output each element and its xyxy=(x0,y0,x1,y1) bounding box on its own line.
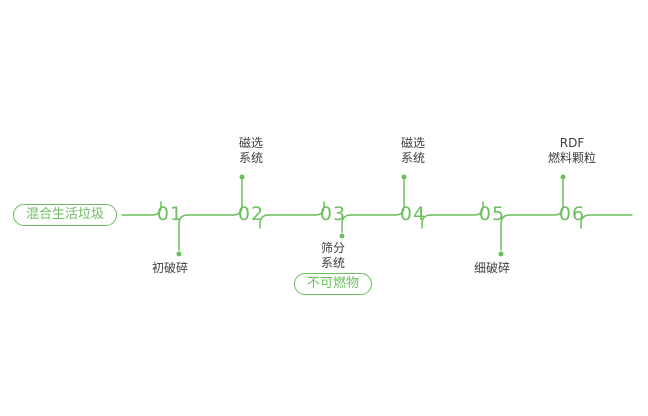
step-4-label: 磁选 系统 xyxy=(371,136,455,166)
branch-output-pill: 不可燃物 xyxy=(293,273,373,295)
source-label-pill: 混合生活垃圾 xyxy=(13,204,118,226)
step-3-number: 03 xyxy=(319,203,347,225)
step-6-label-line1: RDF xyxy=(559,136,585,150)
connector-dot xyxy=(560,174,566,180)
step-6-label: RDF 燃料颗粒 xyxy=(530,136,614,166)
step-3-label-line1: 筛分 xyxy=(320,241,345,255)
connector-dot xyxy=(339,233,345,239)
connector-dot xyxy=(176,251,182,257)
step-2-number: 02 xyxy=(237,203,265,225)
step-3-label: 筛分 系统 xyxy=(291,241,375,271)
step-3-label-line2: 系统 xyxy=(320,256,345,270)
step-1-number: 01 xyxy=(156,203,184,225)
step-1-label: 初破碎 xyxy=(128,261,212,276)
step-6-number: 06 xyxy=(558,203,586,225)
step-1-label-line1: 初破碎 xyxy=(151,261,188,275)
step-4-label-line1: 磁选 xyxy=(400,136,425,150)
step-6-label-line2: 燃料颗粒 xyxy=(547,151,596,165)
step-5-label: 细破碎 xyxy=(450,261,534,276)
connector-dot xyxy=(401,174,407,180)
timeline-hooks-and-stems xyxy=(151,179,591,251)
step-4-label-line2: 系统 xyxy=(400,151,425,165)
step-2-label-line1: 磁选 xyxy=(238,136,263,150)
step-2-label-line2: 系统 xyxy=(238,151,263,165)
connector-dot xyxy=(239,174,245,180)
step-4-number: 04 xyxy=(399,203,427,225)
step-2-label: 磁选 系统 xyxy=(209,136,293,166)
connector-dot xyxy=(498,251,504,257)
step-5-number: 05 xyxy=(478,203,506,225)
step-5-label-line1: 细破碎 xyxy=(473,261,510,275)
